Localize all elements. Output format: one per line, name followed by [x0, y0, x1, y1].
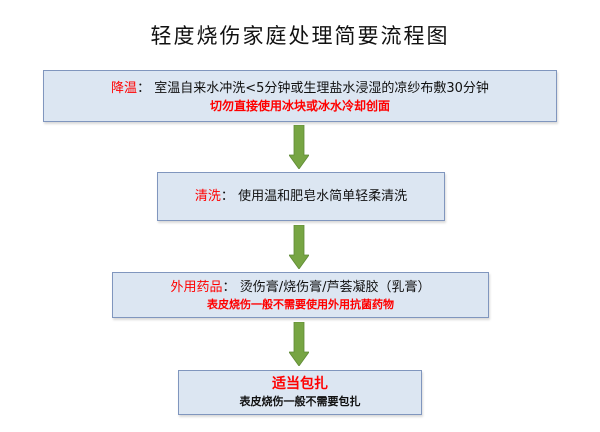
step-cleaning: 清洗： 使用温和肥皂水简单轻柔清洗 [157, 172, 445, 221]
arrow-down-icon [289, 225, 309, 269]
step-text: 烫伤膏/烧伤膏/芦荟凝胶（乳膏） [239, 279, 431, 295]
step-label: 适当包扎 [272, 376, 328, 392]
step-note: 切勿直接使用冰块或冰水冷却创面 [209, 98, 390, 113]
step-bandaging: 适当包扎 表皮烧伤一般不需要包扎 [178, 370, 422, 415]
step-label: 外用药品 [170, 279, 223, 295]
step-label: 清洗 [194, 189, 221, 204]
step-text: 使用温和肥皂水简单轻柔清洗 [238, 189, 408, 204]
step-note: 表皮烧伤一般不需要包扎 [239, 395, 361, 408]
diagram-title: 轻度烧伤家庭处理简要流程图 [150, 24, 450, 48]
arrow-down-icon [289, 322, 309, 366]
separator: ： [220, 189, 234, 204]
step-cooling: 降温： 室温自来水冲洗<5分钟或生理盐水浸湿的凉纱布敷30分钟 切勿直接使用冰块… [43, 70, 557, 122]
separator: ： [137, 80, 151, 96]
step-note: 表皮烧伤一般不需要使用外用抗菌药物 [207, 297, 394, 311]
step-label: 降温 [111, 80, 138, 96]
separator: ： [222, 279, 236, 295]
step-topical-medication: 外用药品： 烫伤膏/烧伤膏/芦荟凝胶（乳膏） 表皮烧伤一般不需要使用外用抗菌药物 [112, 272, 489, 318]
arrow-down-icon [289, 125, 309, 169]
step-text: 室温自来水冲洗<5分钟或生理盐水浸湿的凉纱布敷30分钟 [154, 80, 489, 96]
